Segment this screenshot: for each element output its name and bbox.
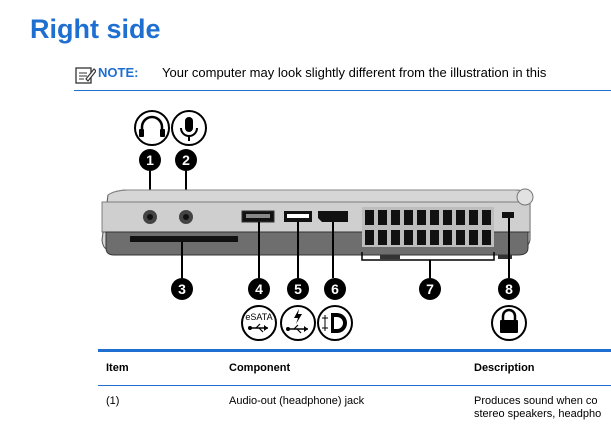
row-item: (1) bbox=[106, 395, 120, 407]
esata-icon: eSATA bbox=[241, 305, 277, 341]
callout-8: 8 bbox=[498, 278, 520, 300]
callout-3: 3 bbox=[171, 278, 193, 300]
laptop-feet bbox=[380, 255, 512, 259]
row-description-line-1: Produces sound when co bbox=[474, 395, 598, 407]
component-table: Item Component Description (1) Audio-out… bbox=[98, 349, 611, 426]
displayport-icon bbox=[317, 305, 353, 341]
header-description: Description bbox=[474, 362, 535, 374]
svg-text:6: 6 bbox=[331, 281, 339, 297]
lock-icon bbox=[491, 305, 527, 341]
headphone-icon bbox=[134, 110, 170, 146]
row-component: Audio-out (headphone) jack bbox=[229, 395, 365, 407]
callout-4: 4 bbox=[248, 278, 270, 300]
callout-6: 6 bbox=[324, 278, 346, 300]
callout-5: 5 bbox=[287, 278, 309, 300]
callout-7: 7 bbox=[419, 278, 441, 300]
table-row: (1) Audio-out (headphone) jack Produces … bbox=[98, 386, 611, 426]
callout-2: 2 bbox=[175, 149, 197, 171]
svg-text:7: 7 bbox=[426, 281, 434, 297]
note-box: NOTE: Your computer may look slightly di… bbox=[74, 62, 611, 91]
note-pencil-icon bbox=[75, 67, 96, 84]
svg-text:1: 1 bbox=[146, 152, 154, 168]
svg-text:3: 3 bbox=[178, 281, 186, 297]
microphone-icon bbox=[171, 110, 207, 146]
header-item: Item bbox=[106, 362, 129, 374]
row-description-line-2: stereo speakers, headpho bbox=[474, 408, 602, 420]
header-component: Component bbox=[229, 362, 291, 374]
usb-charging-icon bbox=[280, 305, 316, 341]
svg-text:2: 2 bbox=[182, 152, 190, 168]
table-header: Item Component Description bbox=[98, 352, 611, 386]
callout-1: 1 bbox=[139, 149, 161, 171]
page-title: Right side bbox=[30, 14, 161, 44]
vent-slots bbox=[365, 210, 491, 245]
svg-text:5: 5 bbox=[294, 281, 302, 297]
note-label: NOTE: bbox=[98, 65, 139, 80]
svg-text:eSATA: eSATA bbox=[245, 312, 272, 322]
laptop-right-side-illustration: 1 2 bbox=[101, 110, 534, 341]
laptop-chassis bbox=[101, 188, 534, 256]
note-text: Your computer may look slightly differen… bbox=[162, 65, 547, 80]
svg-text:8: 8 bbox=[505, 281, 513, 297]
svg-text:4: 4 bbox=[255, 281, 263, 297]
